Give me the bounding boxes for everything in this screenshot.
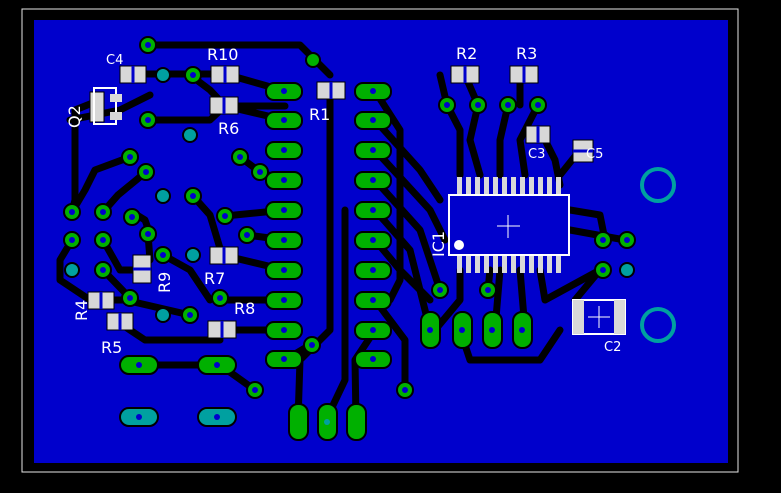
connector-right-holes [427, 327, 525, 333]
silkscreen-labels: C4 R10 R2 R3 Q2 R1 R6 C3 C5 IC1 R9 R7 R4… [65, 44, 621, 357]
header-right-pads [354, 82, 392, 369]
connector-bottom-holes [324, 419, 330, 425]
label-c5: C5 [586, 147, 603, 162]
label-c2: C2 [604, 340, 621, 355]
label-r3: R3 [516, 44, 537, 63]
board-outline [21, 8, 739, 473]
c2-capacitor [572, 299, 626, 335]
label-r2: R2 [456, 44, 477, 63]
label-c3: C3 [528, 147, 545, 162]
label-ic1: IC1 [429, 231, 448, 257]
connector-bottom-pads [288, 403, 367, 441]
drill-holes [69, 42, 630, 393]
label-r6: R6 [218, 119, 239, 138]
header-pad-holes [281, 88, 376, 362]
label-r10: R10 [207, 45, 238, 64]
label-r9: R9 [155, 272, 174, 293]
q2-transistor [93, 87, 122, 125]
label-r1: R1 [309, 105, 330, 124]
label-q2: Q2 [65, 105, 84, 128]
label-c4: C4 [106, 53, 123, 68]
label-r8: R8 [234, 299, 255, 318]
label-r5: R5 [101, 338, 122, 357]
mounting-holes [640, 167, 676, 343]
ic1-package [448, 177, 570, 273]
label-r7: R7 [204, 269, 225, 288]
unrouted-pads [64, 67, 635, 323]
label-r4: R4 [72, 300, 91, 321]
smd-centerlines [99, 66, 593, 338]
